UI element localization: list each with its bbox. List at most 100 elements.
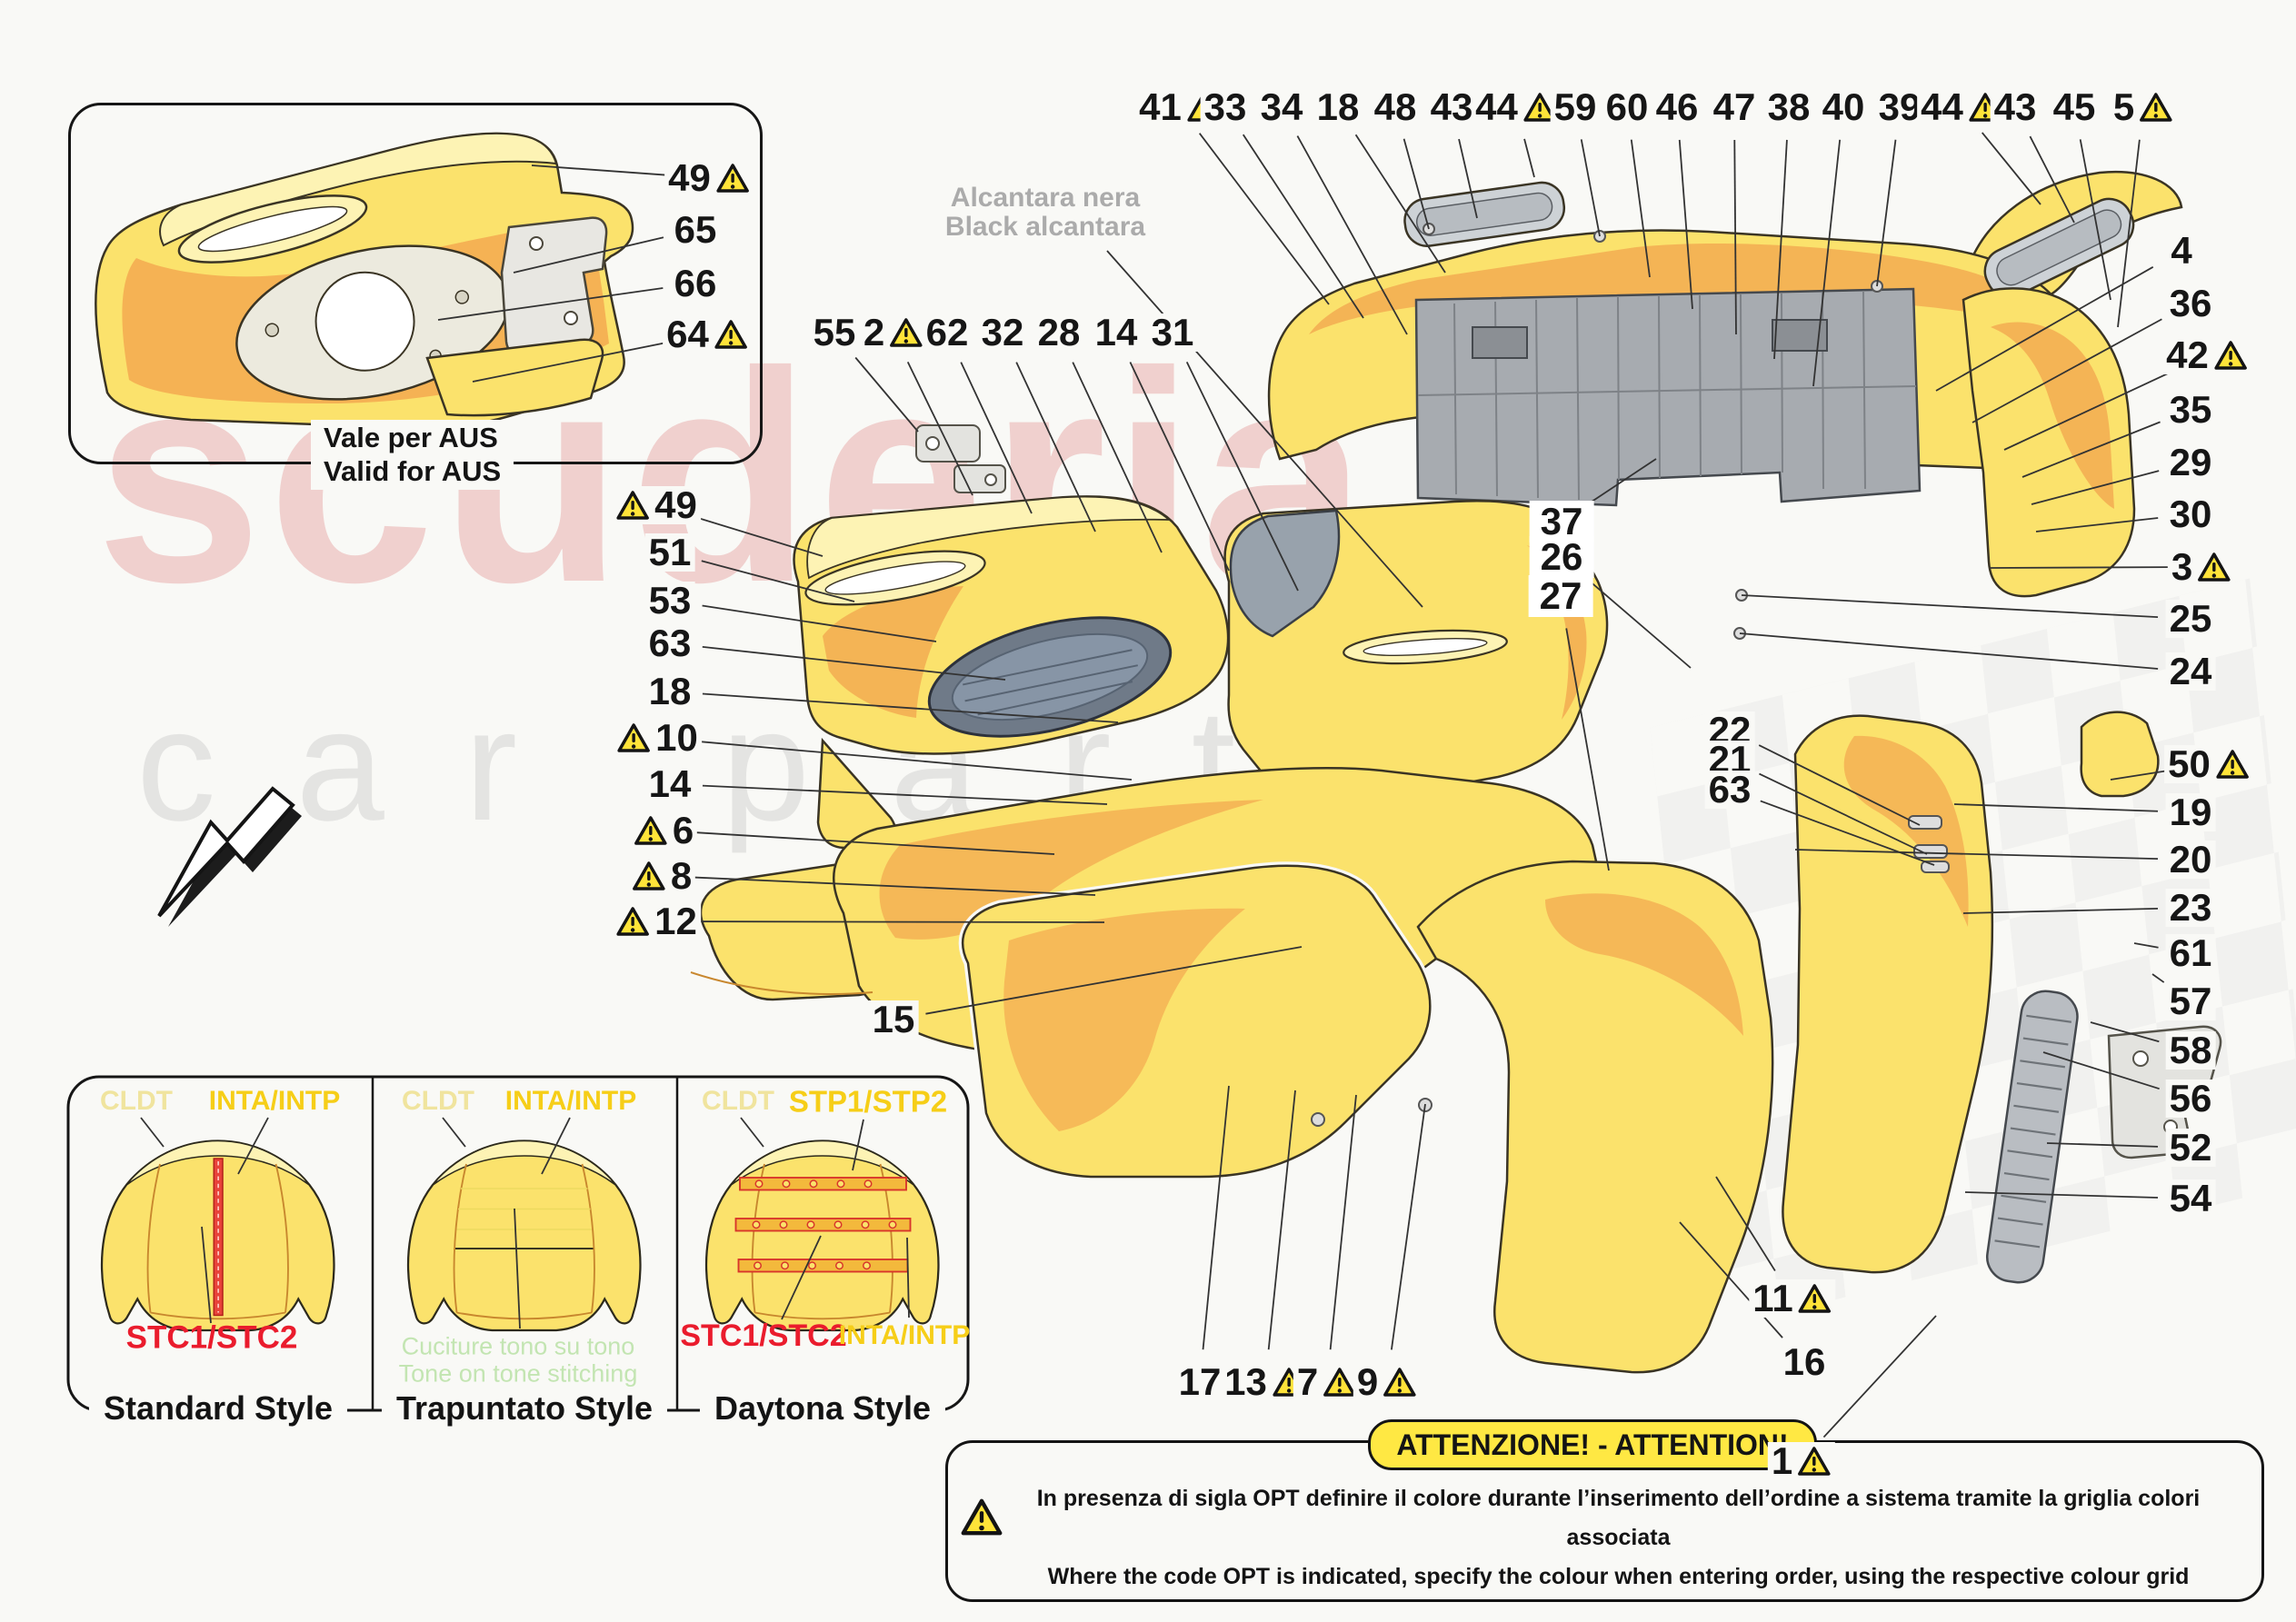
- callout-43: 43: [1426, 88, 1477, 126]
- callout-number: 37: [1540, 500, 1583, 542]
- callout-number: 40: [1822, 85, 1865, 128]
- leader-line-57: [2151, 973, 2165, 983]
- callout-62: 62: [922, 313, 973, 352]
- leader-line-29: [2031, 470, 2160, 505]
- callout-number: 5: [2112, 85, 2135, 128]
- callout-52: 52: [2165, 1126, 2216, 1169]
- leader-line-58: [2090, 1021, 2160, 1043]
- callout-20: 20: [2165, 838, 2216, 881]
- leader-line-28: [1072, 362, 1163, 553]
- callout-27: 27: [1528, 575, 1593, 617]
- leader-line-63: [702, 645, 1006, 681]
- callout-60: 60: [1602, 88, 1652, 126]
- leader-line-45: [2079, 139, 2111, 301]
- callout-66: 66: [670, 262, 721, 304]
- callout-number: 43: [1993, 85, 2037, 128]
- callout-number: 25: [2169, 597, 2212, 640]
- callout-number: 13: [1224, 1360, 1267, 1403]
- attention-text: In presenza di sigla OPT definire il col…: [1007, 1479, 2230, 1597]
- callout-number: 58: [2169, 1029, 2212, 1071]
- callout-number: 15: [872, 998, 915, 1040]
- warning-icon: [616, 722, 651, 753]
- leader-line-64: [472, 340, 675, 383]
- callout-19: 19: [2165, 793, 2216, 831]
- callout-number: 17: [1178, 1360, 1222, 1403]
- daytona-stp-label: STP1/STP2: [788, 1084, 948, 1119]
- callout-65: 65: [670, 211, 721, 249]
- callout-56: 56: [2165, 1080, 2216, 1118]
- leader-line-12: [688, 920, 1105, 923]
- leader-line-43: [2029, 135, 2075, 224]
- attention-banner: ATTENZIONE! - ATTENTION!: [1368, 1419, 1817, 1470]
- callout-number: 18: [648, 670, 692, 712]
- callout-49: 49: [664, 159, 754, 197]
- callout-number: 10: [655, 716, 698, 759]
- attention-line-english: Where the code OPT is indicated, specify…: [1047, 1564, 2190, 1589]
- warning-icon: [1323, 1367, 1357, 1398]
- leader-line-44: [1982, 132, 2041, 205]
- callout-7: 7: [1293, 1360, 1362, 1403]
- callout-number: 53: [648, 579, 692, 622]
- callout-number: 35: [2169, 388, 2212, 431]
- callout-number: 24: [2169, 650, 2212, 692]
- callout-2: 2: [859, 313, 928, 352]
- callout-number: 31: [1151, 311, 1194, 353]
- callout-3: 3: [2167, 548, 2236, 586]
- rear-shelf-assembly-drawing: [1267, 170, 2183, 598]
- callout-number: 55: [813, 311, 856, 353]
- callout-53: 53: [644, 579, 695, 622]
- callout-number: 48: [1373, 85, 1417, 128]
- callout-number: 7: [1296, 1360, 1319, 1403]
- callout-50: 50: [2164, 745, 2253, 783]
- leader-line-43: [1458, 138, 1478, 219]
- daytona-style-title: Daytona Style: [699, 1389, 946, 1428]
- leader-line-16: [1679, 1221, 1783, 1338]
- daytona-inta-label: INTA/INTP: [838, 1320, 971, 1350]
- leader-line-44: [1523, 138, 1535, 178]
- warning-icon: [2197, 552, 2231, 582]
- callout-number: 60: [1605, 85, 1649, 128]
- trapuntato-note-line1: Cuciture tono su tono: [401, 1332, 635, 1360]
- callout-4: 4: [2167, 229, 2196, 272]
- callout-55: 55: [809, 311, 860, 353]
- callout-35: 35: [2165, 388, 2216, 431]
- callout-number: 39: [1878, 85, 1922, 128]
- callout-48: 48: [1370, 85, 1421, 128]
- callout-number: 1: [1771, 1439, 1793, 1482]
- leader-line-33: [1242, 134, 1364, 319]
- leader-line-15: [925, 946, 1303, 1015]
- leader-line-53: [702, 604, 937, 642]
- right-side-trim-drawing: [1733, 589, 2222, 1284]
- callout-number: 66: [674, 262, 717, 304]
- callout-28: 28: [1033, 313, 1084, 352]
- callout-5: 5: [2109, 85, 2178, 128]
- trapuntato-style-title: Trapuntato Style: [381, 1389, 668, 1428]
- leader-line-46: [1678, 139, 1693, 310]
- leader-line-55: [854, 356, 919, 433]
- standard-cldt-label: CLDT: [100, 1086, 173, 1116]
- callout-number: 52: [2169, 1126, 2212, 1169]
- leader-line-5: [2117, 139, 2141, 328]
- callout-number: 20: [2169, 838, 2212, 881]
- lower-trim-assembly-drawing: [690, 767, 1774, 1374]
- leader-line-38: [1773, 139, 1788, 360]
- callout-number: 45: [2052, 85, 2096, 128]
- callout-18: 18: [1313, 88, 1363, 126]
- callout-25: 25: [2165, 597, 2216, 640]
- callout-33: 33: [1200, 88, 1251, 126]
- callout-18: 18: [644, 670, 695, 712]
- callout-42: 42: [2162, 336, 2251, 374]
- leader-line-23: [1962, 907, 2159, 914]
- seat-daytona: [704, 1139, 940, 1332]
- leader-line-11: [1715, 1176, 1776, 1271]
- leader-line-47: [1733, 139, 1737, 335]
- leader-line-36: [1972, 318, 2162, 423]
- leader-line-52: [2046, 1142, 2159, 1148]
- warning-icon: [2215, 749, 2250, 780]
- leader-line-39: [1876, 139, 1897, 287]
- callout-number: 4: [2171, 229, 2192, 272]
- leader-line-62: [960, 362, 1033, 514]
- callout-number: 42: [2166, 333, 2209, 376]
- alcantara-note-line2: Black alcantara: [944, 211, 1146, 242]
